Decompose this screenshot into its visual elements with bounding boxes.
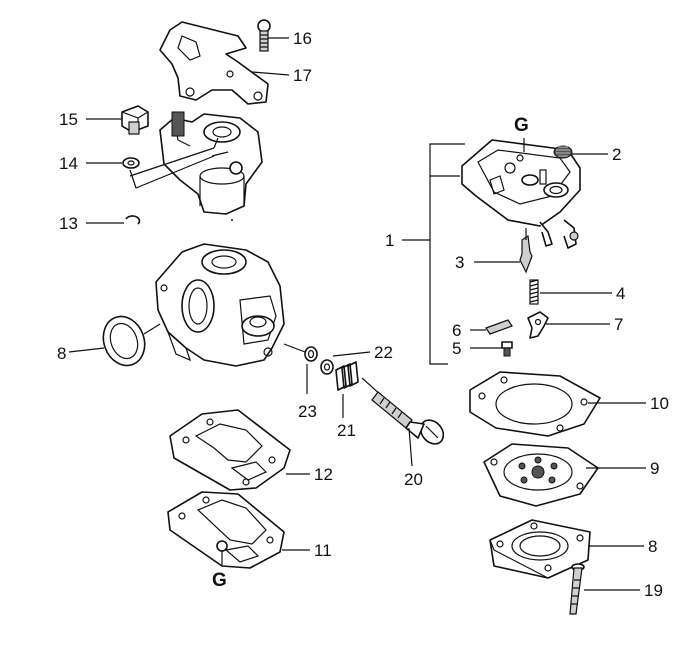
callout-16: 16 [293,29,312,48]
callout-23: 23 [298,402,317,421]
group-1-bracket [402,143,465,365]
callout-9: 9 [650,459,659,478]
part-6-pin [470,319,513,335]
callout-4: 4 [616,284,625,303]
callout-11: 11 [314,541,332,560]
throttle-assembly [129,111,263,221]
callout-7: 7 [614,315,623,334]
part-10-gasket [469,371,646,437]
part-9-diaphragm [483,443,646,507]
part-20-needle [361,377,445,467]
part-19-screw [569,563,640,615]
part-left-ring [68,315,161,367]
part-15-knob [86,105,149,135]
callout-1: 1 [385,231,394,250]
callout-22: 22 [374,343,393,362]
callout-20: 20 [404,470,423,489]
callout-8-left: 8 [57,344,66,363]
mark-g-top: G [514,115,529,136]
callout-13: 13 [59,214,78,233]
part-13-clip [86,215,141,225]
part-11-gasket [167,491,310,569]
callout-12: 12 [314,465,333,484]
callout-3: 3 [455,253,464,272]
part-8-cover [489,519,644,579]
part-22-washer [320,351,371,375]
callout-2: 2 [612,145,621,164]
part-3-needle [474,228,533,274]
part-17-bracket [159,21,290,105]
part-5-screw [470,341,513,357]
callout-5: 5 [452,339,461,358]
part-2-screen [553,145,608,159]
part-7-lever [527,311,610,339]
callout-14: 14 [59,154,78,173]
callout-10: 10 [650,394,669,413]
callout-17: 17 [293,66,312,85]
mark-g-bottom: G [212,570,227,591]
callout-8: 8 [648,537,657,556]
metering-cover [461,138,581,249]
callout-19: 19 [644,581,663,600]
callout-21: 21 [337,421,356,440]
part-21-spring [335,361,359,418]
part-23-oring [283,343,318,394]
part-14-washer [86,157,140,169]
callout-15: 15 [59,110,78,129]
callout-6: 6 [452,321,461,340]
part-12-gasket [169,409,310,491]
carburetor-body [155,243,285,367]
part-16-screw [257,19,289,52]
part-4-spring [529,279,612,305]
